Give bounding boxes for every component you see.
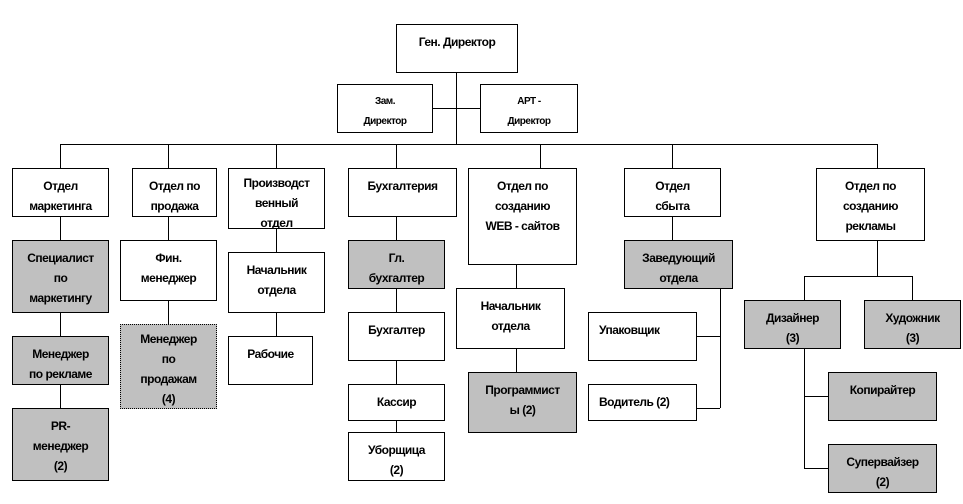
node-art-director: АРТ - Директор [480,84,578,133]
node-sales-dept: Отдел по продажа [132,168,217,217]
node-production-head: Начальник отдела [228,252,325,313]
node-distribution-head: Заведующий отдела [624,240,733,289]
node-marketing-specialist: Специалист по маркетингу [12,240,109,313]
node-fin-manager: Фин. менеджер [120,240,217,301]
node-supervisor: Супервайзер (2) [828,444,937,493]
node-ad-manager: Менеджер по рекламе [12,336,109,385]
node-ceo: Ген. Директор [396,24,518,73]
node-workers: Рабочие [228,336,313,385]
node-packer: Упаковщик [588,312,697,361]
node-driver: Водитель (2) [588,384,697,421]
node-chief-accountant: Гл. бухгалтер [348,240,445,289]
node-web-head: Начальник отдела [456,288,565,349]
node-advertising-dept: Отдел по созданию рекламы [816,168,925,241]
node-distribution-dept: Отдел сбыта [624,168,721,217]
node-sales-manager: Менеджер по продажам (4) [120,324,217,409]
node-web-dept: Отдел по созданию WEB - сайтов [468,168,577,265]
node-cleaner: Уборщица (2) [348,432,445,481]
node-pr-manager: PR- менеджер (2) [12,408,109,481]
node-accountant: Бухгалтер [348,312,445,361]
node-accounting-dept: Бухгалтерия [348,168,457,217]
node-programmers: Программист ы (2) [468,372,577,433]
node-copywriter: Копирайтер [828,372,937,421]
node-marketing-dept: Отдел маркетинга [12,168,109,217]
node-deputy-director: Зам. Директор [337,84,433,133]
node-production-dept: Производст венный отдел [228,168,325,229]
node-cashier: Кассир [348,384,445,421]
node-artist: Художник (3) [864,300,961,349]
node-designer: Дизайнер (3) [744,300,841,349]
